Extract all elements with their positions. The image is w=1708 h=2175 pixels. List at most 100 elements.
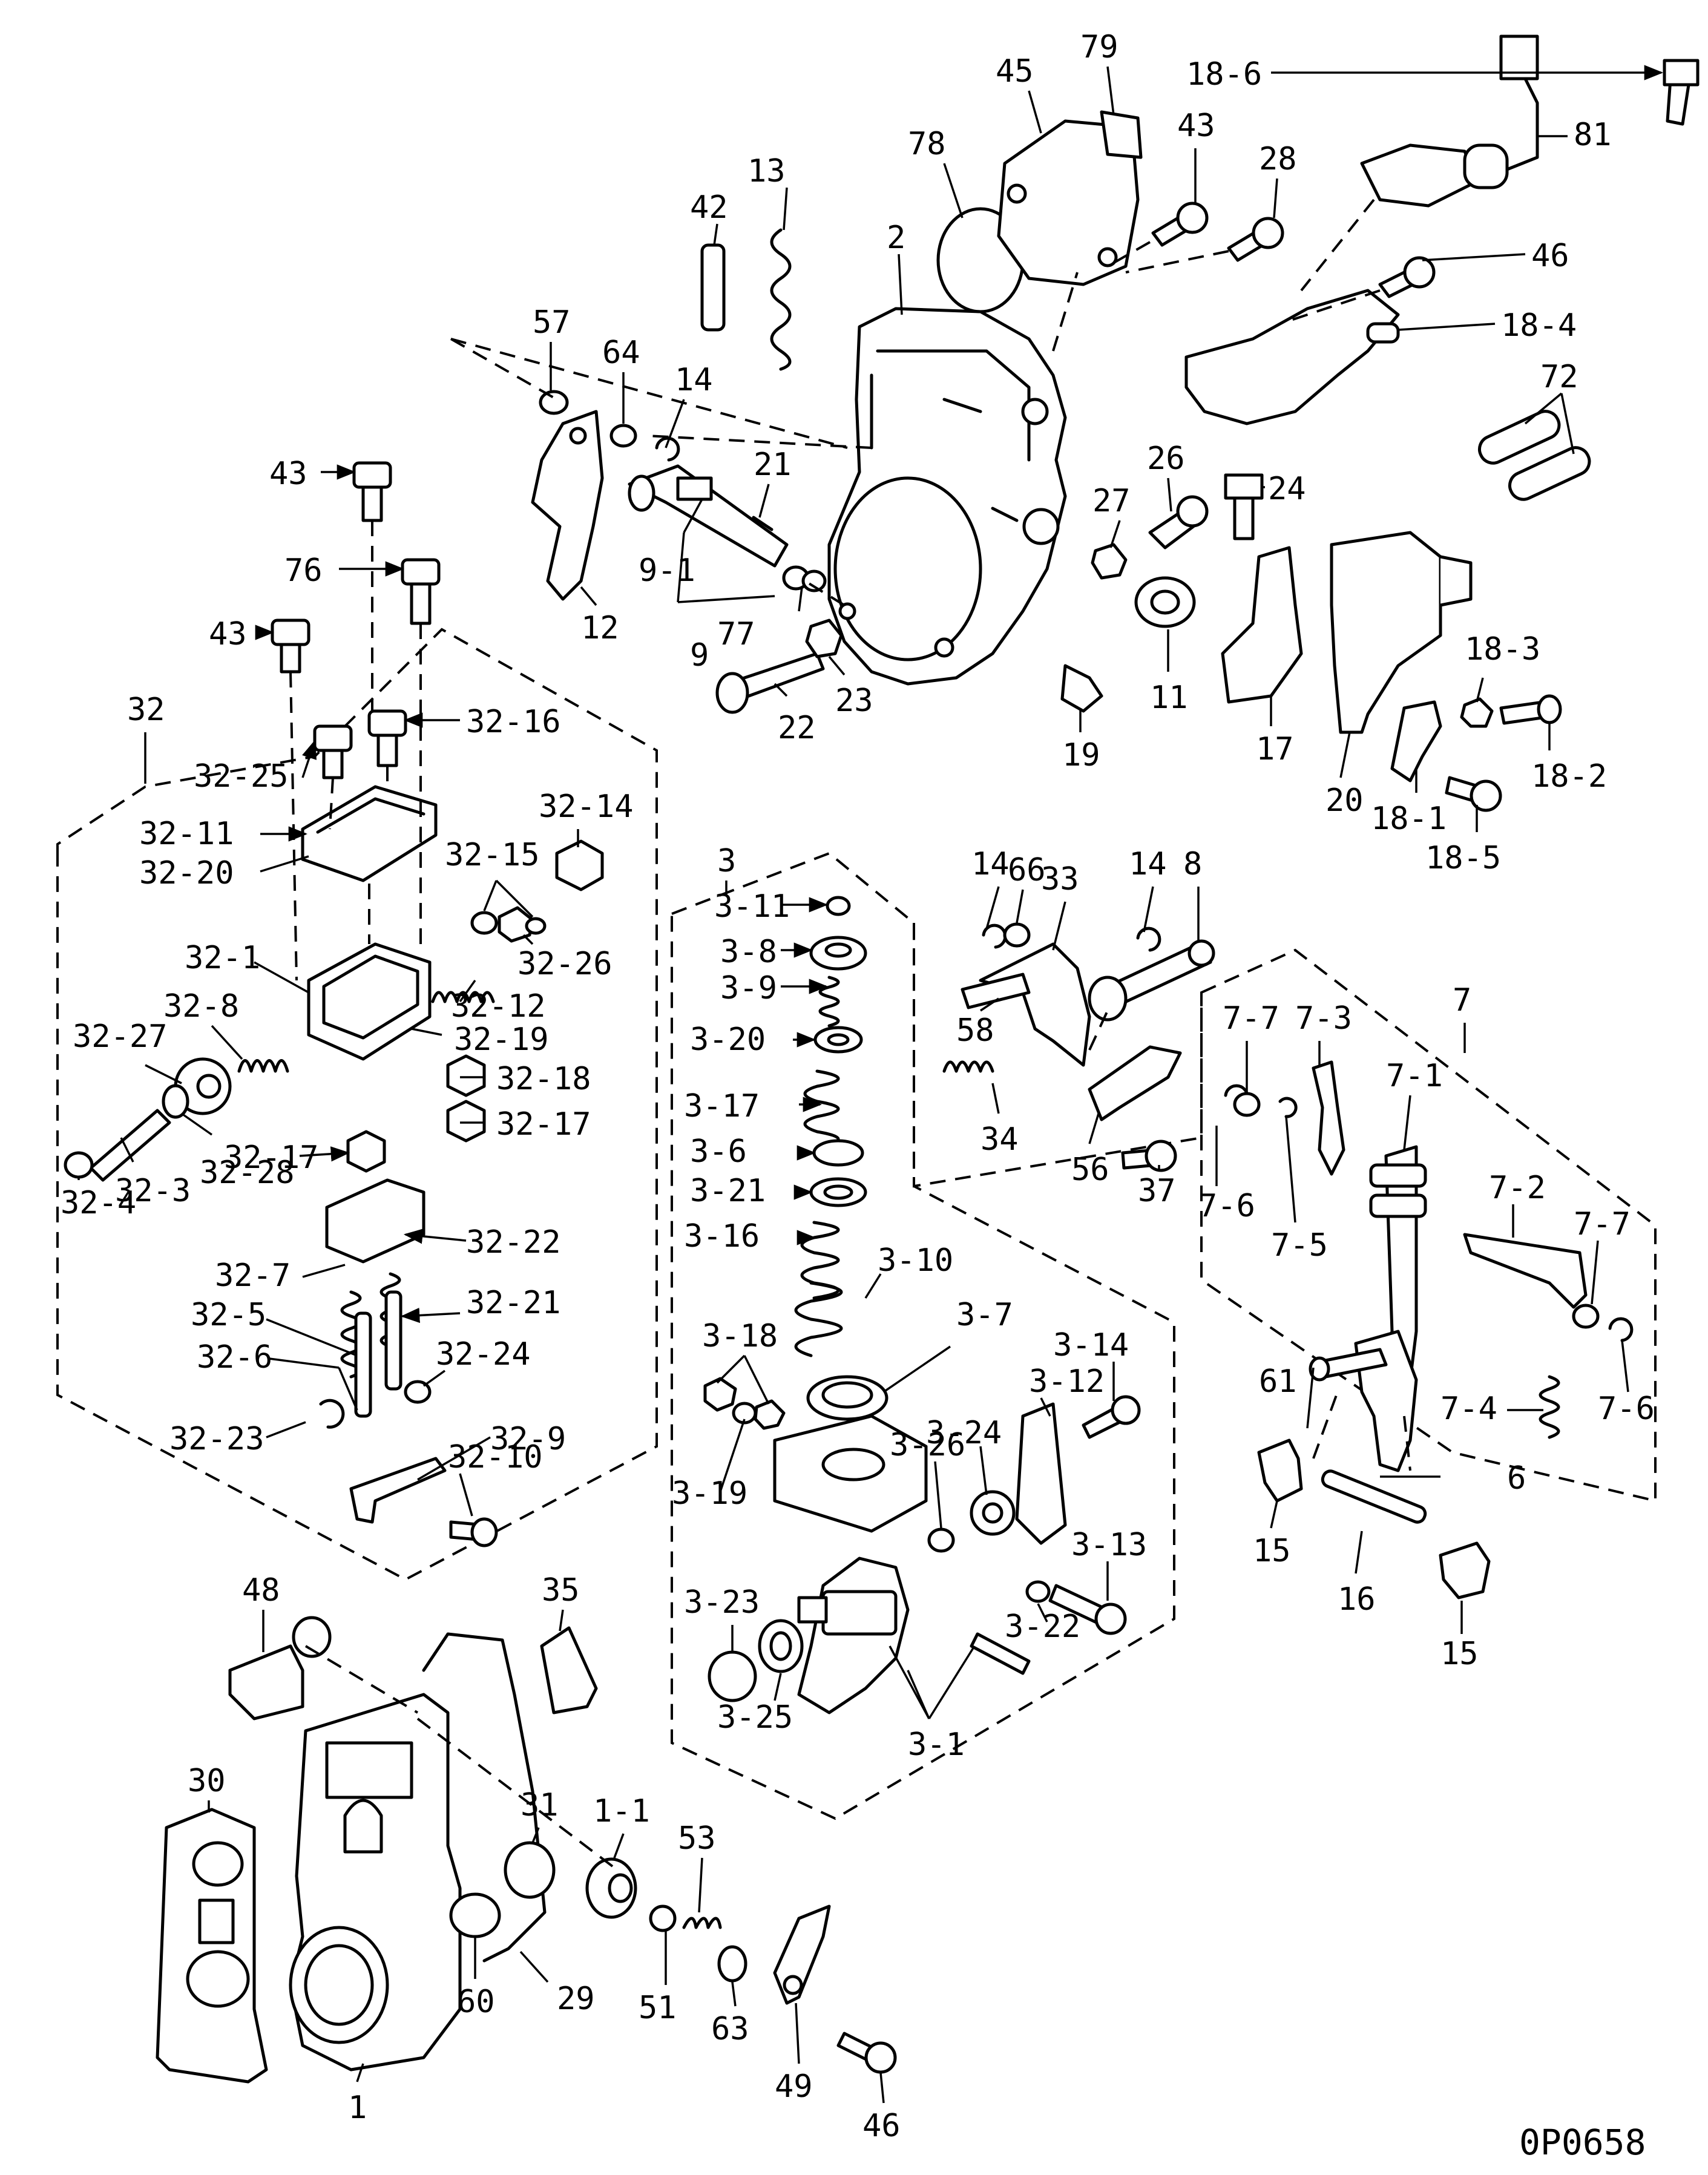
rod-16 — [1321, 1469, 1427, 1524]
callout-32-20: 32-20 — [139, 855, 234, 891]
callout-3-24: 3-24 — [926, 1415, 1002, 1451]
nut-3-18 — [703, 1377, 737, 1412]
callout-3-18: 3-18 — [702, 1318, 778, 1354]
rod-32-5 — [354, 1311, 372, 1418]
callout-32-16: 32-16 — [466, 704, 561, 740]
callout-32-19: 32-19 — [454, 1022, 549, 1058]
callout-32-10: 32-10 — [448, 1439, 543, 1475]
callout-32-22: 32-22 — [466, 1224, 561, 1261]
callout-7-6a: 7-6 — [1198, 1188, 1255, 1224]
callout-33: 33 — [1041, 861, 1079, 897]
callout-3-11: 3-11 — [714, 888, 790, 925]
callout-32-4: 32-4 — [61, 1185, 136, 1221]
callout-64: 64 — [602, 335, 640, 371]
callout-2: 2 — [887, 220, 905, 256]
boundary-assembly-32 — [56, 628, 658, 1581]
callout-58: 58 — [956, 1012, 994, 1049]
nut-18-3 — [1460, 697, 1494, 728]
washer-32-15 — [470, 911, 498, 935]
callout-3-14: 3-14 — [1053, 1327, 1129, 1363]
callout-3-10: 3-10 — [878, 1242, 953, 1279]
pump-body-group — [156, 1616, 897, 2084]
callout-32-15: 32-15 — [445, 837, 540, 873]
nut-32-17b — [446, 1100, 486, 1143]
callout-72: 72 — [1540, 359, 1578, 395]
callout-32-27: 32-27 — [73, 1019, 168, 1055]
washer-64 — [609, 424, 637, 448]
callout-7-5: 7-5 — [1271, 1227, 1328, 1264]
lever-15a — [1257, 1439, 1303, 1503]
cover-32-11 — [301, 785, 438, 882]
callout-32-3: 32-3 — [115, 1173, 191, 1209]
plate-58 — [961, 973, 1031, 1009]
stay-18-4 — [1184, 289, 1400, 425]
callout-18-1: 18-1 — [1371, 801, 1447, 837]
lever-32-9 — [349, 1457, 447, 1524]
callout-18-6: 18-6 — [1186, 56, 1262, 93]
nut-23 — [805, 618, 843, 658]
nut-32-26 — [498, 906, 534, 943]
washer-66 — [1003, 922, 1031, 948]
callout-42: 42 — [690, 189, 728, 226]
spring-7-4 — [1539, 1375, 1560, 1439]
callout-21: 21 — [754, 447, 792, 483]
washer-32-24 — [404, 1380, 432, 1404]
bracket-79 — [1100, 110, 1143, 159]
callout-22: 22 — [778, 710, 816, 746]
callout-60: 60 — [457, 1984, 495, 2020]
plug-31 — [504, 1841, 556, 1899]
lever-9-1 — [676, 476, 713, 501]
bushing-1-1 — [585, 1857, 637, 1919]
callout-43c: 43 — [209, 616, 247, 652]
callout-26: 26 — [1147, 441, 1185, 477]
spring-3-10 — [794, 1281, 843, 1357]
plug-3-23 — [708, 1650, 757, 1702]
callout-7: 7 — [1453, 982, 1471, 1019]
callout-7-7b: 7-7 — [1574, 1206, 1631, 1242]
lever-56 — [1088, 1045, 1182, 1121]
bolt-43b — [361, 482, 383, 522]
gasket-30 — [156, 1808, 268, 2084]
callout-32-18: 32-18 — [496, 1061, 591, 1097]
callout-3-7: 3-7 — [956, 1297, 1013, 1333]
callout-3-1: 3-1 — [908, 1727, 965, 1763]
plate-7-2 — [1463, 1233, 1588, 1309]
callout-3-26: 3-26 — [890, 1427, 965, 1463]
callout-3-21: 3-21 — [690, 1173, 766, 1209]
washer-7-7b — [1572, 1304, 1600, 1329]
callout-17: 17 — [1256, 731, 1294, 767]
callout-48: 48 — [242, 1572, 280, 1609]
rod-32-21 — [384, 1290, 402, 1391]
callout-9-1: 9-1 — [639, 553, 695, 589]
callout-7-2: 7-2 — [1489, 1170, 1546, 1206]
callout-3-20: 3-20 — [690, 1022, 766, 1058]
callout-61: 61 — [1259, 1363, 1297, 1400]
callout-32-24: 32-24 — [436, 1336, 531, 1373]
lever-12 — [531, 410, 604, 601]
screw-32-4 — [64, 1151, 94, 1179]
leader-lines — [77, 65, 1664, 2104]
plug-60 — [449, 1892, 501, 1938]
bracket-29 — [422, 1632, 547, 1963]
assembly-3-parts — [703, 896, 1141, 1714]
link-group-parts — [942, 922, 1215, 1172]
washer-3-22 — [1025, 1580, 1051, 1603]
callout-81: 81 — [1574, 117, 1612, 153]
ring-3-25 — [758, 1619, 804, 1673]
callout-24: 24 — [1268, 471, 1306, 507]
lever-17 — [1221, 546, 1303, 704]
spring-holder-block — [773, 1414, 928, 1533]
boundary-link-14-8 — [913, 923, 1203, 1188]
screw-3-11 — [826, 896, 851, 916]
governor-housing-group — [531, 34, 1700, 812]
washer-57 — [539, 390, 569, 415]
callout-labels: 18-6 79 45 81 43 28 78 42 13 2 46 18-4 5… — [61, 29, 1655, 2144]
callout-7-3: 7-3 — [1295, 1000, 1352, 1037]
callout-32-12: 32-12 — [451, 988, 546, 1025]
pin-21 — [752, 516, 774, 531]
callout-9: 9 — [690, 637, 709, 674]
washer-3-26 — [927, 1527, 955, 1553]
spring-34 — [942, 1060, 994, 1073]
callout-32-26: 32-26 — [517, 946, 613, 982]
callout-18-3: 18-3 — [1465, 631, 1540, 668]
